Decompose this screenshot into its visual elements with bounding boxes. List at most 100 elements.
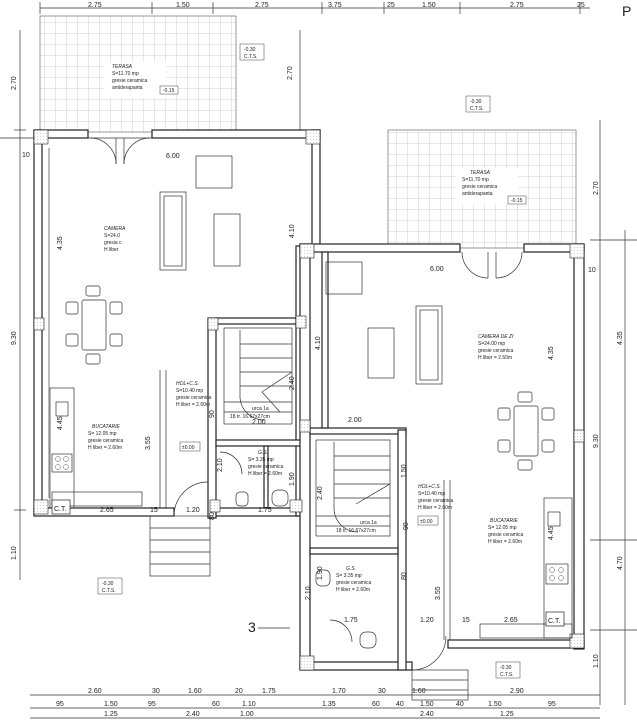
dim-top: 1.50 [422,2,436,9]
svg-text:S=10.40 mp: S=10.40 mp [176,388,203,394]
dim-bottom2: 1.10 [242,701,256,708]
svg-text:C.T.S.: C.T.S. [470,106,484,112]
svg-text:18 tr. 16.67x27cm: 18 tr. 16.67x27cm [336,528,376,534]
svg-text:1.20: 1.20 [186,507,200,514]
terrace-right: TERASA S=11.70 mp gresie ceramica antide… [387,129,577,249]
room-bucatarie-right: BUCATARIE S= 12.05 mp gresie ceramica H … [488,518,524,545]
room-name: TERASA [470,170,491,176]
dim-bottom2: 1.50 [488,701,502,708]
ct-marks: C.T. C.T. [51,499,565,627]
room-name: TERASA [112,64,133,70]
svg-text:S= 3.35 mp: S= 3.35 mp [248,457,274,463]
svg-text:-0.30: -0.30 [500,665,512,671]
svg-text:gresie ceramica: gresie ceramica [488,532,524,538]
room-labels: CAMERA S=24.0 gresia c H liber CAMERA DE… [88,226,524,593]
svg-text:1.50: 1.50 [401,464,408,478]
svg-text:H liber: H liber [104,247,119,253]
svg-text:1.75: 1.75 [344,617,358,624]
dim-bottom3: 2.40 [186,711,200,718]
room-finish2: antiderapanta [112,85,143,91]
right-unit-furniture [315,251,573,701]
level-mark: -0.15 [163,88,175,94]
svg-text:gresie ceramica: gresie ceramica [336,580,372,586]
room-area: S=11.70 mp [112,71,139,77]
svg-text:C.T.: C.T. [54,506,67,513]
svg-text:4.45: 4.45 [57,416,64,430]
svg-text:±0.00: ±0.00 [182,445,195,451]
stair-label-left: urca 1a 18 tr. 16.67x27cm [230,406,270,420]
svg-text:BUCATARIE: BUCATARIE [92,424,121,430]
dim-top: 2.75 [88,2,102,9]
dim-bottom3: 1.25 [500,711,514,718]
dim-bottom2: 95 [548,701,556,708]
room-area: S=11.70 mp [462,177,489,183]
svg-text:gresie ceramica: gresie ceramica [418,498,454,504]
svg-text:HOL+C.S.: HOL+C.S. [418,484,441,490]
dim-top: 2.75 [255,2,269,9]
dim-bottom: 2.60 [88,688,102,695]
svg-text:G.S.: G.S. [258,450,268,456]
svg-text:H liber = 2.60m: H liber = 2.60m [88,445,122,451]
dim-top: 1.50 [176,2,190,9]
svg-text:S= 12.05 mp: S= 12.05 mp [488,525,517,531]
dim-top: 25 [387,2,395,9]
dim-right: 2.70 [593,181,600,195]
svg-text:gresie ceramica: gresie ceramica [248,464,284,470]
dim-bottom: 20 [235,688,243,695]
dim-top: 2.75 [510,2,524,9]
svg-text:H liber = 2.60m: H liber = 2.60m [248,471,282,477]
dim-bottom2: 95 [56,701,64,708]
svg-text:gresia c: gresia c [104,240,122,246]
svg-text:2.65: 2.65 [504,617,518,624]
dim-top: 3.75 [328,2,342,9]
inner-dimensions: 6.00 6.00 4.35 4.45 3.55 4.10 4.10 4.35 … [22,152,596,624]
svg-text:-0.30: -0.30 [102,581,114,587]
svg-text:1.20: 1.20 [420,617,434,624]
svg-text:3.55: 3.55 [435,586,442,600]
svg-text:H liber = 2.60m: H liber = 2.60m [336,587,370,593]
dim-mid: 2.70 [287,66,294,80]
svg-text:gresie ceramica: gresie ceramica [88,438,124,444]
svg-text:C.T.: C.T. [548,618,561,625]
dim-bottom2: 40 [456,701,464,708]
svg-text:CAMERA: CAMERA [104,226,126,232]
svg-text:4.10: 4.10 [315,336,322,350]
svg-text:10: 10 [22,152,30,159]
svg-text:18 tr. 16.67x27cm: 18 tr. 16.67x27cm [230,414,270,420]
dim-bottom: 30 [378,688,386,695]
svg-text:80: 80 [401,572,408,580]
svg-text:-0.30: -0.30 [244,47,256,53]
sheet-marker: 3 [248,619,256,635]
svg-text:2.00: 2.00 [252,419,266,426]
columns [33,129,585,671]
cts-marker: -0.30 C.T.S. [465,95,491,113]
svg-text:6.00: 6.00 [430,266,444,273]
room-finish: gresie ceramica [462,184,498,190]
dim-bottom2: 1.35 [322,701,336,708]
room-camera-right: CAMERA DE ZI S=24.00 mp gresie ceramica … [478,334,514,361]
svg-text:S= 12.05 mp: S= 12.05 mp [88,431,117,437]
svg-text:urca 1a: urca 1a [360,520,377,526]
svg-text:2.10: 2.10 [217,458,224,472]
svg-text:BUCATARIE: BUCATARIE [490,518,519,524]
room-finish: gresie ceramica [112,78,148,84]
room-hol-right: HOL+C.S. S=10.40 mp gresie ceramica H li… [418,484,454,511]
svg-text:CAMERA DE ZI: CAMERA DE ZI [478,334,514,340]
svg-text:3.55: 3.55 [145,436,152,450]
dim-right: 4.35 [617,331,624,345]
dim-left: 9.30 [11,331,18,345]
sheet-corner-letter: P [622,3,631,19]
svg-text:C.T.S.: C.T.S. [500,672,514,678]
dim-bottom: 1.75 [262,688,276,695]
svg-text:C.T.S.: C.T.S. [244,54,258,60]
left-unit-furniture [49,137,293,577]
svg-text:10: 10 [588,267,596,274]
dim-right: 4.70 [617,556,624,570]
svg-text:4.10: 4.10 [289,224,296,238]
svg-text:15: 15 [462,617,470,624]
room-gs-right: G.S. S= 3.35 mp gresie ceramica H liber … [336,566,372,593]
dim-right: 1.10 [593,654,600,668]
svg-text:urca 1a: urca 1a [252,406,269,412]
svg-text:2.10: 2.10 [305,586,312,600]
stair-label-right: urca 1a 18 tr. 16.67x27cm [336,520,377,534]
